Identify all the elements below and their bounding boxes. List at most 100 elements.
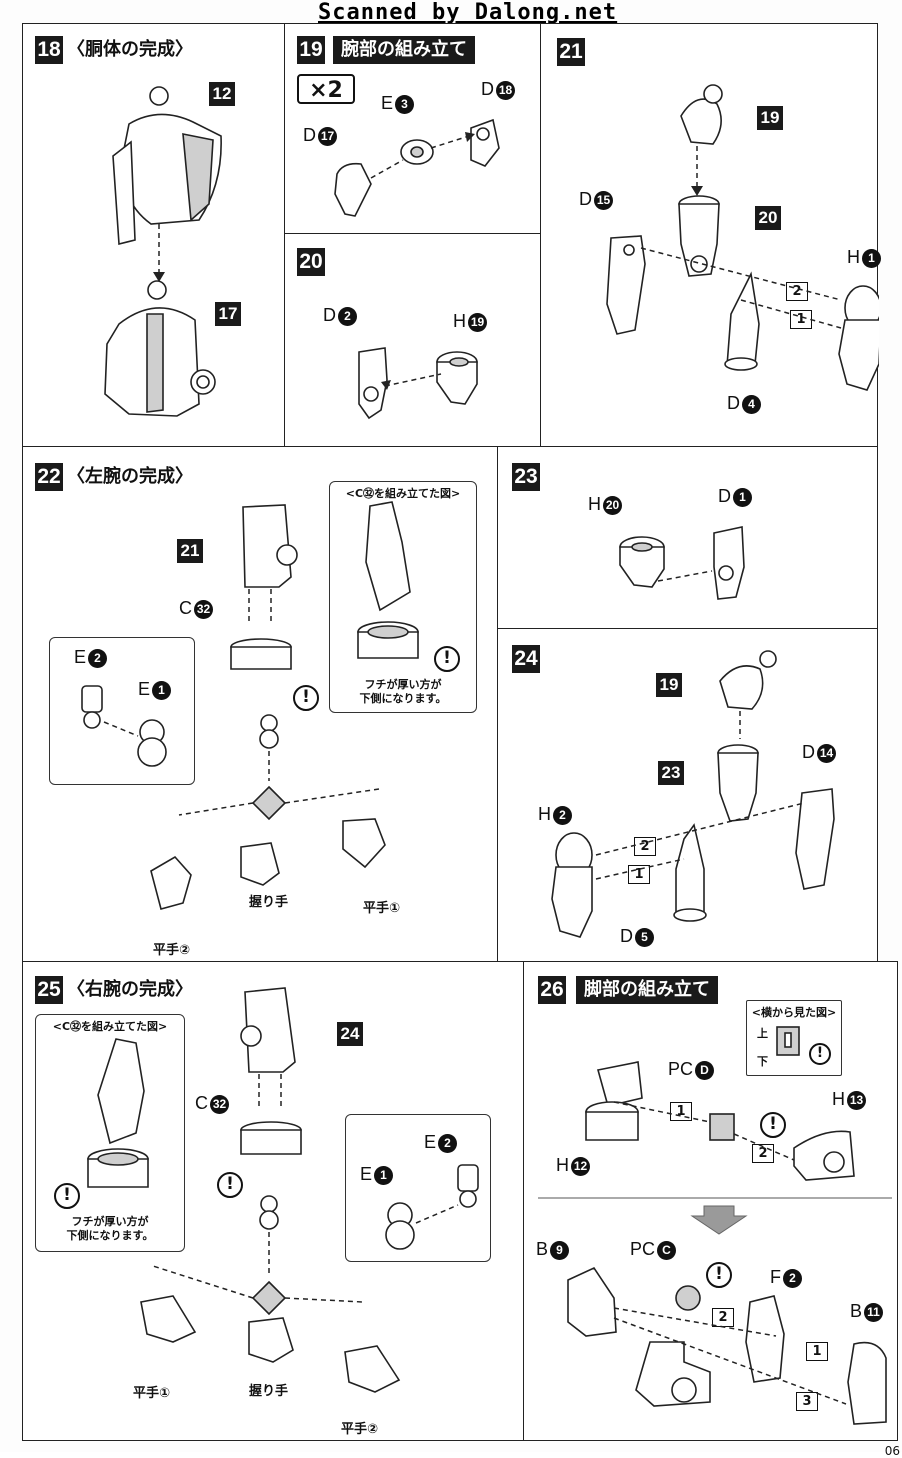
step-19-title: 腕部の組み立て xyxy=(333,36,475,64)
step-23-number: 23 xyxy=(512,463,540,491)
warning-icon: ! xyxy=(434,646,460,672)
upper-arm-b-illustration xyxy=(551,650,835,938)
warning-icon-ring-b: ! xyxy=(217,1172,243,1198)
hand-label-open-2: 平手② xyxy=(153,943,191,958)
arm-joint-illustration xyxy=(334,118,500,217)
step-26-number: 26 xyxy=(538,976,566,1004)
ring-assembly-view xyxy=(357,501,419,659)
step-25-number: 25 xyxy=(35,976,63,1004)
note-title-b: <C㉜を組み立てた図> xyxy=(52,1020,168,1033)
order-1-d: 1 xyxy=(806,1342,828,1361)
step-24-number: 24 xyxy=(512,645,540,673)
ref-17: 17 xyxy=(215,302,241,326)
multiplier-x2: ×2 xyxy=(297,74,355,104)
side-top-label: 上 xyxy=(757,1027,768,1040)
ball-joint-parts-b xyxy=(385,1164,479,1250)
step-21-number: 21 xyxy=(557,38,585,66)
step-25-title: 〈右腕の完成〉 xyxy=(67,979,193,1000)
ring-assembly-view-b xyxy=(87,1038,149,1188)
warning-icon-b: ! xyxy=(54,1183,80,1209)
hand-label-open-1: 平手① xyxy=(363,901,401,916)
torso-illustration xyxy=(104,86,222,417)
elbow-illustration xyxy=(358,347,478,420)
hand-label-grip-b: 握り手 xyxy=(249,1384,289,1399)
hand-label-open-2-b: 平手② xyxy=(341,1422,379,1437)
step-19-number: 19 xyxy=(297,36,325,64)
note-text-line-1: フチが厚い方が xyxy=(364,678,442,691)
step-22-number: 22 xyxy=(35,463,63,491)
note-text-line-2: 下側になります。 xyxy=(359,692,447,705)
step-18-title: 〈胴体の完成〉 xyxy=(67,39,193,60)
step-22-title: 〈左腕の完成〉 xyxy=(67,466,193,487)
page-number: 06 xyxy=(884,1444,900,1458)
warning-icon-pcd: ! xyxy=(760,1112,786,1138)
side-view-illustration xyxy=(776,1026,800,1056)
subassembly-note-b: <C㉜を組み立てた図> フチが厚い方が 下側になります。 ! xyxy=(35,1014,185,1252)
note-title: <C㉜を組み立てた図> xyxy=(345,487,461,500)
ref-24: 24 xyxy=(337,1022,363,1046)
side-view-box: <横から見た図> 上 下 ! xyxy=(746,1000,842,1076)
warning-icon-ring: ! xyxy=(293,685,319,711)
hand-label-open-1-b: 平手① xyxy=(133,1386,171,1401)
scan-credit: Scanned by Dalong.net xyxy=(318,0,618,25)
ref-19-b: 19 xyxy=(656,673,682,697)
order-1-c: 1 xyxy=(670,1102,692,1121)
right-arm-illustration xyxy=(140,987,401,1393)
step-18-number: 18 xyxy=(35,36,63,64)
ball-joint-parts xyxy=(81,685,167,767)
step-20-number: 20 xyxy=(297,248,325,276)
left-arm-illustration xyxy=(150,504,386,910)
upper-arm-illustration xyxy=(606,84,879,391)
note-text-b-line-1: フチが厚い方が xyxy=(71,1215,149,1228)
step-26-title: 脚部の組み立て xyxy=(576,976,718,1004)
ref-19: 19 xyxy=(757,106,783,130)
hand-label-grip: 握り手 xyxy=(249,895,289,910)
lower-arm-joint-illustration xyxy=(619,526,745,600)
note-text-b-line-2: 下側になります。 xyxy=(66,1229,154,1242)
warning-icon-side: ! xyxy=(809,1043,831,1065)
leg-assembly-illustration xyxy=(538,1061,892,1425)
ref-12: 12 xyxy=(209,82,235,106)
side-view-title: <横から見た図> xyxy=(751,1006,837,1019)
subassembly-note: <C㉜を組み立てた図> フチが厚い方が 下側になります。 ! xyxy=(329,481,477,713)
ref-20: 20 xyxy=(755,206,781,230)
ref-21: 21 xyxy=(177,539,203,563)
ref-23: 23 xyxy=(658,761,684,785)
side-bottom-label: 下 xyxy=(757,1055,768,1068)
order-3-d: 3 xyxy=(796,1392,818,1411)
warning-icon-pcc: ! xyxy=(706,1262,732,1288)
